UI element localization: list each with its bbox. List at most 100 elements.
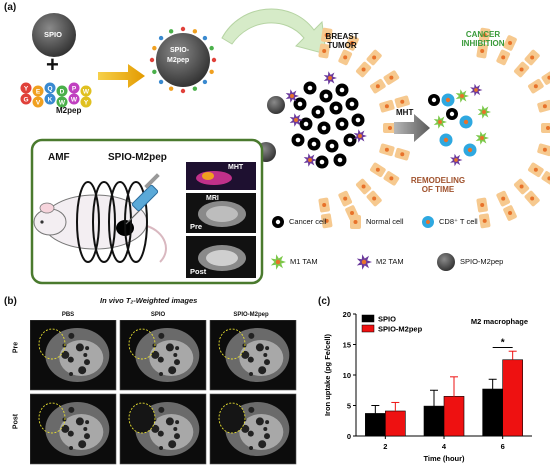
y-tick-label: 20 bbox=[343, 310, 351, 319]
spio-sphere bbox=[32, 13, 76, 57]
peptide-letter: G bbox=[23, 97, 28, 104]
panel-a-label: (a) bbox=[4, 2, 17, 13]
x-tick-label: 2 bbox=[383, 442, 387, 451]
peptide-letter: K bbox=[48, 97, 53, 104]
bar-spio-m2pep bbox=[502, 359, 523, 437]
peptide-letter: W bbox=[59, 100, 66, 107]
y-tick-label: 10 bbox=[343, 371, 351, 380]
tumor-outline bbox=[218, 402, 246, 434]
legend-label: SPIO-M2pep bbox=[378, 325, 423, 334]
legend-normal-cell: Normal cell bbox=[366, 217, 404, 226]
y-axis-label: Iron uptake (pg Fe/cell) bbox=[323, 333, 332, 416]
mri-col-spio: SPIO bbox=[150, 312, 166, 318]
peptide-bead bbox=[56, 85, 68, 97]
legend-label: SPIO bbox=[378, 315, 396, 324]
mouse-illustration bbox=[33, 194, 167, 263]
tumor-outline bbox=[218, 328, 246, 360]
peptide-bead bbox=[32, 96, 44, 108]
inset-mri-label: MRI bbox=[206, 195, 219, 202]
peptide-letter: E bbox=[36, 89, 41, 96]
peptide-bead bbox=[80, 96, 92, 108]
conjugate-label-line1: SPIO- bbox=[170, 47, 190, 54]
legend-cd8-cell: CD8⁺ T cell bbox=[439, 217, 478, 226]
peptide-bead bbox=[44, 93, 56, 105]
floating-spio-m2pep-1 bbox=[267, 96, 285, 114]
spio-m2pep-conjugate bbox=[149, 26, 217, 94]
mri-col-spio-m2pep: SPIO-M2pep bbox=[233, 312, 269, 318]
bar-spio-m2pep bbox=[443, 396, 465, 437]
legend-m1-tam-icon bbox=[270, 254, 286, 270]
mri-row-pre: Pre bbox=[12, 341, 20, 354]
peptide-letter: Q bbox=[47, 86, 52, 93]
peptide-letter: W bbox=[71, 97, 78, 104]
legend-m2-tam: M2 TAM bbox=[376, 257, 404, 266]
tumor-outline bbox=[128, 328, 156, 360]
amf-coil bbox=[76, 181, 148, 263]
bar-spio bbox=[482, 388, 503, 437]
curved-arrow-icon bbox=[221, 8, 327, 55]
syringe-icon bbox=[125, 173, 160, 225]
bar-spio bbox=[423, 405, 445, 437]
conjugate-label-line2: M2pep bbox=[167, 57, 190, 64]
mht-arrow-icon bbox=[394, 114, 430, 142]
mht-arrow-label: MHT bbox=[396, 108, 414, 117]
x-tick-label: 4 bbox=[442, 442, 447, 451]
spio-label: SPIO bbox=[44, 30, 62, 39]
chart-title: M2 macrophage bbox=[471, 317, 528, 326]
panel-c-label: (c) bbox=[318, 296, 331, 307]
x-axis-label: Time (hour) bbox=[423, 454, 465, 463]
legend-spio-m2pep: SPIO-M2pep bbox=[460, 257, 504, 266]
tumor-outline bbox=[38, 402, 66, 434]
peptide-letter: W bbox=[83, 89, 90, 96]
panel-b-label: (b) bbox=[4, 296, 17, 307]
y-tick-label: 15 bbox=[343, 341, 351, 350]
peptide-bead bbox=[20, 93, 32, 105]
yellow-arrow-icon bbox=[98, 64, 145, 88]
legend-swatch bbox=[361, 324, 375, 333]
peptide-letter: V bbox=[36, 100, 41, 107]
panel-b-title: In vivo T₂-Weighted images bbox=[100, 296, 198, 305]
bar-spio bbox=[365, 413, 386, 437]
legend-swatch bbox=[361, 314, 375, 323]
inset-post-label: Post bbox=[190, 267, 207, 276]
tumor-tissue-left bbox=[318, 27, 413, 229]
inset-title: SPIO-M2pep bbox=[108, 152, 167, 163]
inset-pre-label: Pre bbox=[190, 222, 203, 231]
mri-col-pbs: PBS bbox=[61, 312, 75, 318]
y-tick-label: 0 bbox=[347, 432, 351, 441]
significance-marker: * bbox=[501, 338, 505, 349]
peptide-bead bbox=[32, 85, 44, 97]
peptide-letter: Y bbox=[84, 100, 89, 107]
mri-image-grid bbox=[30, 320, 297, 465]
x-tick-label: 6 bbox=[501, 442, 505, 451]
inset-mht-label: MHT bbox=[228, 164, 244, 171]
cancer-cell-cluster bbox=[285, 71, 367, 169]
peptide-letter: Y bbox=[24, 86, 29, 93]
legend-normal-cell-icon bbox=[350, 215, 361, 229]
remodeled-cells bbox=[428, 83, 491, 167]
peptide-bead bbox=[44, 82, 56, 94]
peptide-letter: D bbox=[60, 89, 65, 96]
m2pep-label: M2pep bbox=[56, 106, 82, 115]
amf-label: AMF bbox=[48, 152, 70, 163]
peptide-bead bbox=[56, 96, 68, 108]
tumor-outline bbox=[38, 328, 66, 360]
legend-m1-tam: M1 TAM bbox=[290, 257, 318, 266]
tumor-outline bbox=[128, 402, 156, 434]
legend-cancer-cell-icon bbox=[272, 216, 284, 228]
mri-row-post: Post bbox=[12, 413, 20, 430]
tumor-tissue-right bbox=[476, 27, 550, 229]
legend-cd8-cell-icon bbox=[422, 216, 434, 228]
peptide-bead bbox=[80, 85, 92, 97]
legend-spio-m2pep-icon bbox=[437, 253, 455, 271]
plus-sign: + bbox=[46, 52, 59, 77]
peptide-bead bbox=[20, 82, 32, 94]
legend-m2-tam-icon bbox=[356, 254, 372, 270]
peptide-bead bbox=[68, 93, 80, 105]
